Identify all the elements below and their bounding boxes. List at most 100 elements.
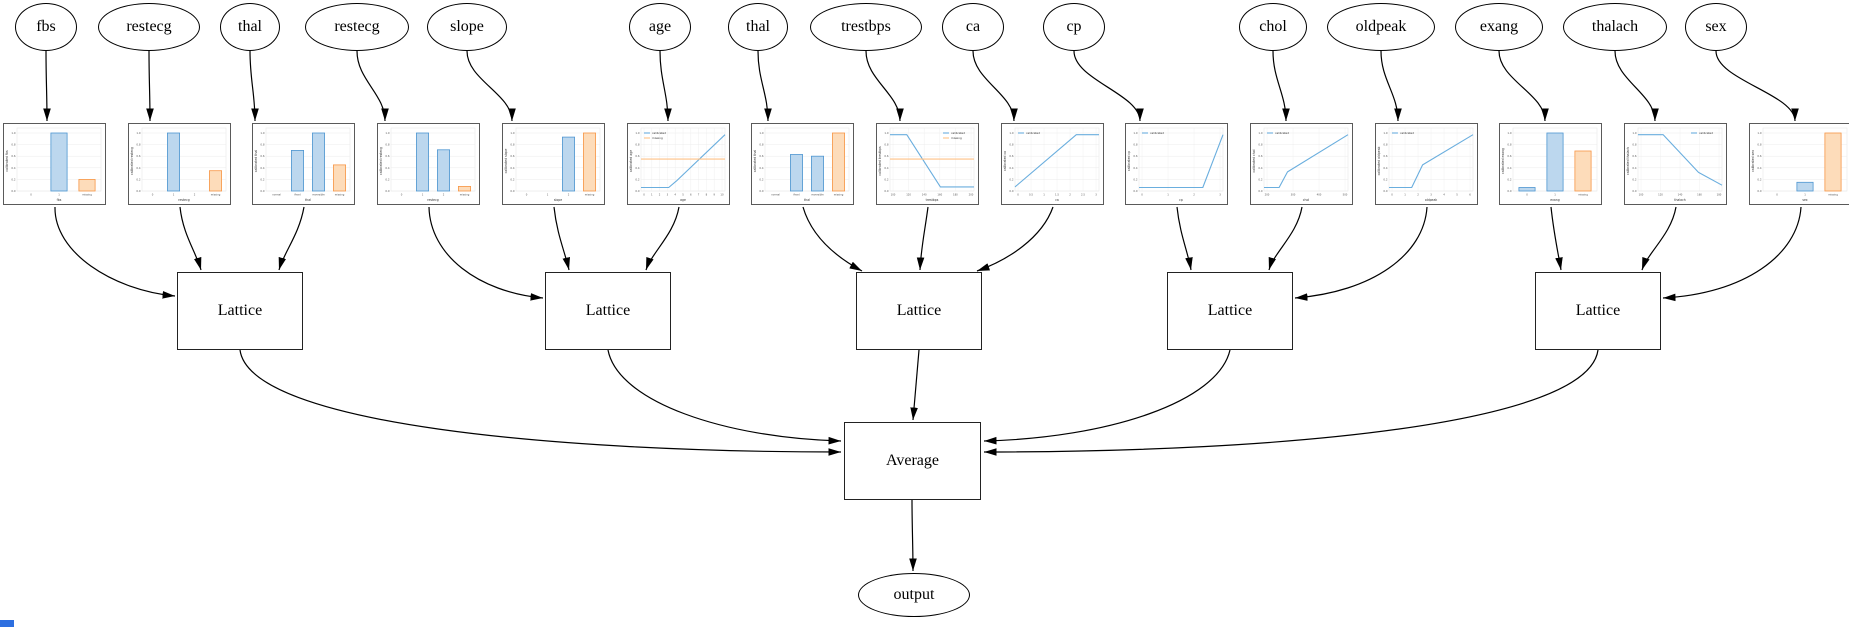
- edge-feature-to-chart: [249, 50, 259, 122]
- y-tick-label: 0.6: [1133, 154, 1137, 158]
- feature-node-9-ca: ca: [942, 3, 1004, 51]
- y-tick-label: 0.8: [884, 143, 888, 147]
- legend-label: calibrated: [1400, 131, 1414, 135]
- bar: [790, 154, 804, 192]
- y-tick-label: 0.4: [635, 166, 639, 170]
- y-axis-label: calibrated age: [629, 150, 633, 172]
- x-tick-label: 2: [568, 193, 570, 197]
- legend-label: calibrated: [1699, 131, 1713, 135]
- y-tick-label: 0.6: [1383, 154, 1387, 158]
- y-tick-label: 0.2: [385, 177, 389, 181]
- x-tick-label: 1: [1043, 193, 1045, 197]
- bar: [562, 136, 576, 192]
- y-axis-label: calibrated trestbps: [878, 146, 882, 176]
- x-tick-label: 2.5: [1081, 193, 1085, 197]
- x-tick-label: normal: [272, 193, 281, 197]
- x-axis-label: slope: [554, 198, 562, 202]
- feature-label: slope: [450, 18, 484, 35]
- y-axis-label: calibrated restecg: [379, 147, 383, 175]
- feature-node-6-age: age: [629, 3, 691, 51]
- feature-node-15-sex: sex: [1685, 3, 1747, 51]
- edge-lattice-to-average: [239, 349, 842, 456]
- bar: [333, 164, 347, 192]
- y-tick-label: 0.4: [260, 166, 264, 170]
- lattice-label: Lattice: [1207, 302, 1253, 319]
- lattice-label: Lattice: [217, 302, 263, 319]
- y-tick-label: 0.6: [1632, 154, 1636, 158]
- x-tick-label: missing: [460, 193, 470, 197]
- x-tick-label: missing: [82, 193, 92, 197]
- edge-chart-to-lattice: [1550, 206, 1563, 271]
- bar: [458, 186, 472, 192]
- x-tick-label: missing: [335, 193, 345, 197]
- bar: [78, 179, 96, 192]
- edge-chart-to-lattice: [802, 206, 863, 272]
- y-axis-label: calibrated sex: [1751, 150, 1755, 172]
- y-tick-label: 0.4: [1757, 166, 1761, 170]
- y-tick-label: 0.0: [884, 189, 888, 193]
- y-tick-label: 0.8: [1258, 143, 1262, 147]
- x-axis-label: ca: [1055, 198, 1059, 202]
- bar: [50, 132, 68, 192]
- y-tick-label: 0.6: [136, 154, 140, 158]
- y-tick-label: 1.0: [1009, 131, 1013, 135]
- feature-node-2-restecg: restecg: [98, 3, 200, 51]
- bar: [811, 155, 825, 192]
- x-tick-label: 100: [1639, 193, 1644, 197]
- x-tick-label: 10: [720, 193, 724, 197]
- x-tick-label: 1: [1404, 193, 1406, 197]
- x-tick-label: 0: [152, 193, 154, 197]
- y-tick-label: 0.8: [11, 143, 15, 147]
- x-tick-label: 4: [1443, 193, 1445, 197]
- y-tick-label: 0.8: [1757, 143, 1761, 147]
- x-axis-label: trestbps: [926, 198, 939, 202]
- edge-feature-to-chart: [1272, 50, 1290, 122]
- x-tick-label: 120: [1658, 193, 1663, 197]
- y-tick-label: 0.0: [1383, 189, 1387, 193]
- calibration-line-blue: [1014, 134, 1099, 188]
- edge-feature-to-chart: [1498, 50, 1549, 122]
- x-tick-label: 1: [173, 193, 175, 197]
- x-tick-label: missing: [211, 193, 221, 197]
- y-tick-label: 0.4: [385, 166, 389, 170]
- legend-label: calibrated: [1275, 131, 1289, 135]
- legend-label: missing: [951, 136, 962, 140]
- y-tick-label: 0.2: [1507, 177, 1511, 181]
- x-tick-label: missing: [1828, 193, 1838, 197]
- x-tick-label: 2: [194, 193, 196, 197]
- y-tick-label: 0.8: [1133, 143, 1137, 147]
- edge-average-to-output: [909, 499, 917, 572]
- bar: [1574, 150, 1592, 192]
- y-tick-label: 0.2: [1009, 177, 1013, 181]
- y-tick-label: 0.0: [260, 189, 264, 193]
- y-tick-label: 0.2: [635, 177, 639, 181]
- x-tick-label: missing: [834, 193, 844, 197]
- bar: [1796, 181, 1814, 192]
- feature-node-11-chol: chol: [1239, 3, 1307, 51]
- y-tick-label: 0.2: [759, 177, 763, 181]
- feature-label: chol: [1259, 18, 1287, 35]
- feature-label: thalach: [1591, 18, 1639, 35]
- x-tick-label: 0: [1141, 193, 1143, 197]
- x-tick-label: 3: [1219, 193, 1221, 197]
- feature-node-5-slope: slope: [427, 3, 507, 51]
- x-tick-label: 9: [713, 193, 715, 197]
- feature-label: exang: [1479, 18, 1519, 35]
- average-label: Average: [886, 452, 939, 469]
- bar: [583, 132, 597, 192]
